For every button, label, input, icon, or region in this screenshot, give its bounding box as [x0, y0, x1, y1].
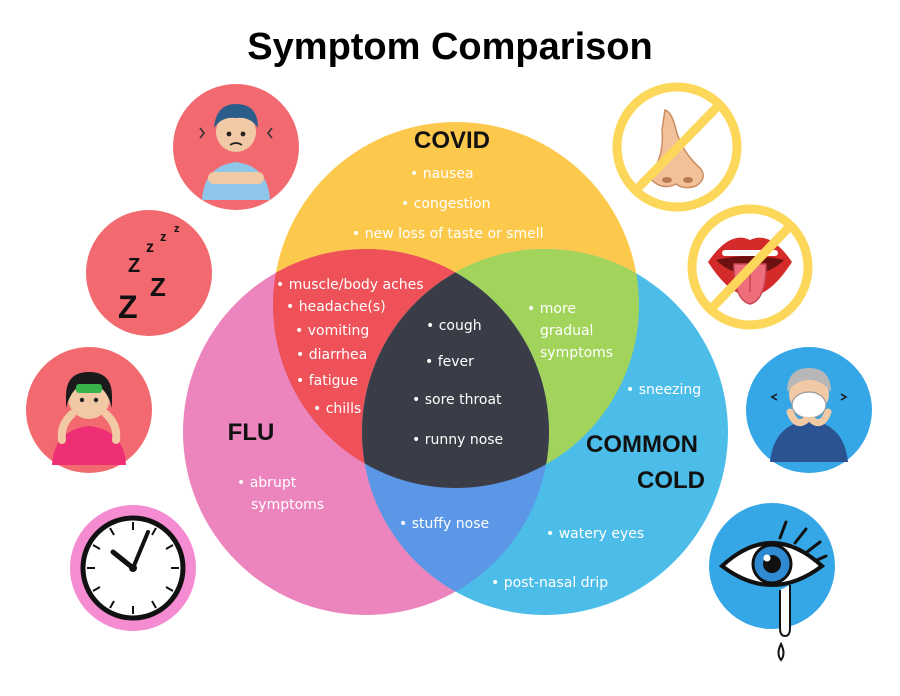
list-item: • fever — [425, 354, 474, 370]
list-item: • chills — [313, 401, 361, 417]
list-item: • vomiting — [295, 323, 369, 339]
sneezing-person-icon — [746, 347, 872, 473]
list-item: • watery eyes — [546, 526, 644, 542]
list-item: • congestion — [401, 196, 490, 212]
page-title: Symptom Comparison — [247, 26, 653, 68]
clock-icon — [70, 505, 196, 631]
list-item: • diarrhea — [296, 347, 367, 363]
list-item: • fatigue — [296, 373, 358, 389]
list-item: • muscle/body aches — [276, 277, 424, 293]
svg-text:z: z — [174, 223, 180, 235]
svg-text:z: z — [146, 239, 154, 256]
sleep-zzz-icon: Z Z Z z z z — [86, 210, 212, 336]
list-item: • headache(s) — [286, 299, 386, 315]
chills-person-icon — [173, 84, 299, 210]
list-item: symptoms — [540, 345, 613, 361]
list-item: gradual — [540, 323, 593, 339]
list-item: • runny nose — [412, 432, 503, 448]
no-smell-nose-icon — [612, 82, 742, 212]
list-item: • new loss of taste or smell — [352, 226, 544, 242]
svg-text:z: z — [160, 229, 167, 244]
list-item: symptoms — [251, 497, 324, 513]
svg-text:Z: Z — [118, 289, 138, 325]
list-item: • more — [527, 301, 576, 317]
cold-label-line2: COLD — [637, 467, 705, 494]
svg-text:Z: Z — [150, 272, 166, 302]
all-three-overlap — [362, 249, 549, 488]
sick-person-icon — [26, 347, 152, 473]
list-item: • stuffy nose — [399, 516, 489, 532]
list-item: • post-nasal drip — [491, 575, 608, 591]
watery-eye-icon — [709, 503, 835, 662]
list-item: • nausea — [410, 166, 474, 182]
list-item: • sneezing — [626, 382, 701, 398]
list-item: • cough — [426, 318, 482, 334]
flu-label: FLU — [228, 419, 275, 446]
list-item: • abrupt — [237, 475, 297, 491]
no-taste-tongue-icon — [687, 204, 813, 330]
covid-label: COVID — [414, 127, 490, 154]
list-item: • sore throat — [412, 392, 502, 408]
svg-text:Z: Z — [128, 255, 140, 277]
cold-label-line1: COMMON — [586, 431, 698, 458]
